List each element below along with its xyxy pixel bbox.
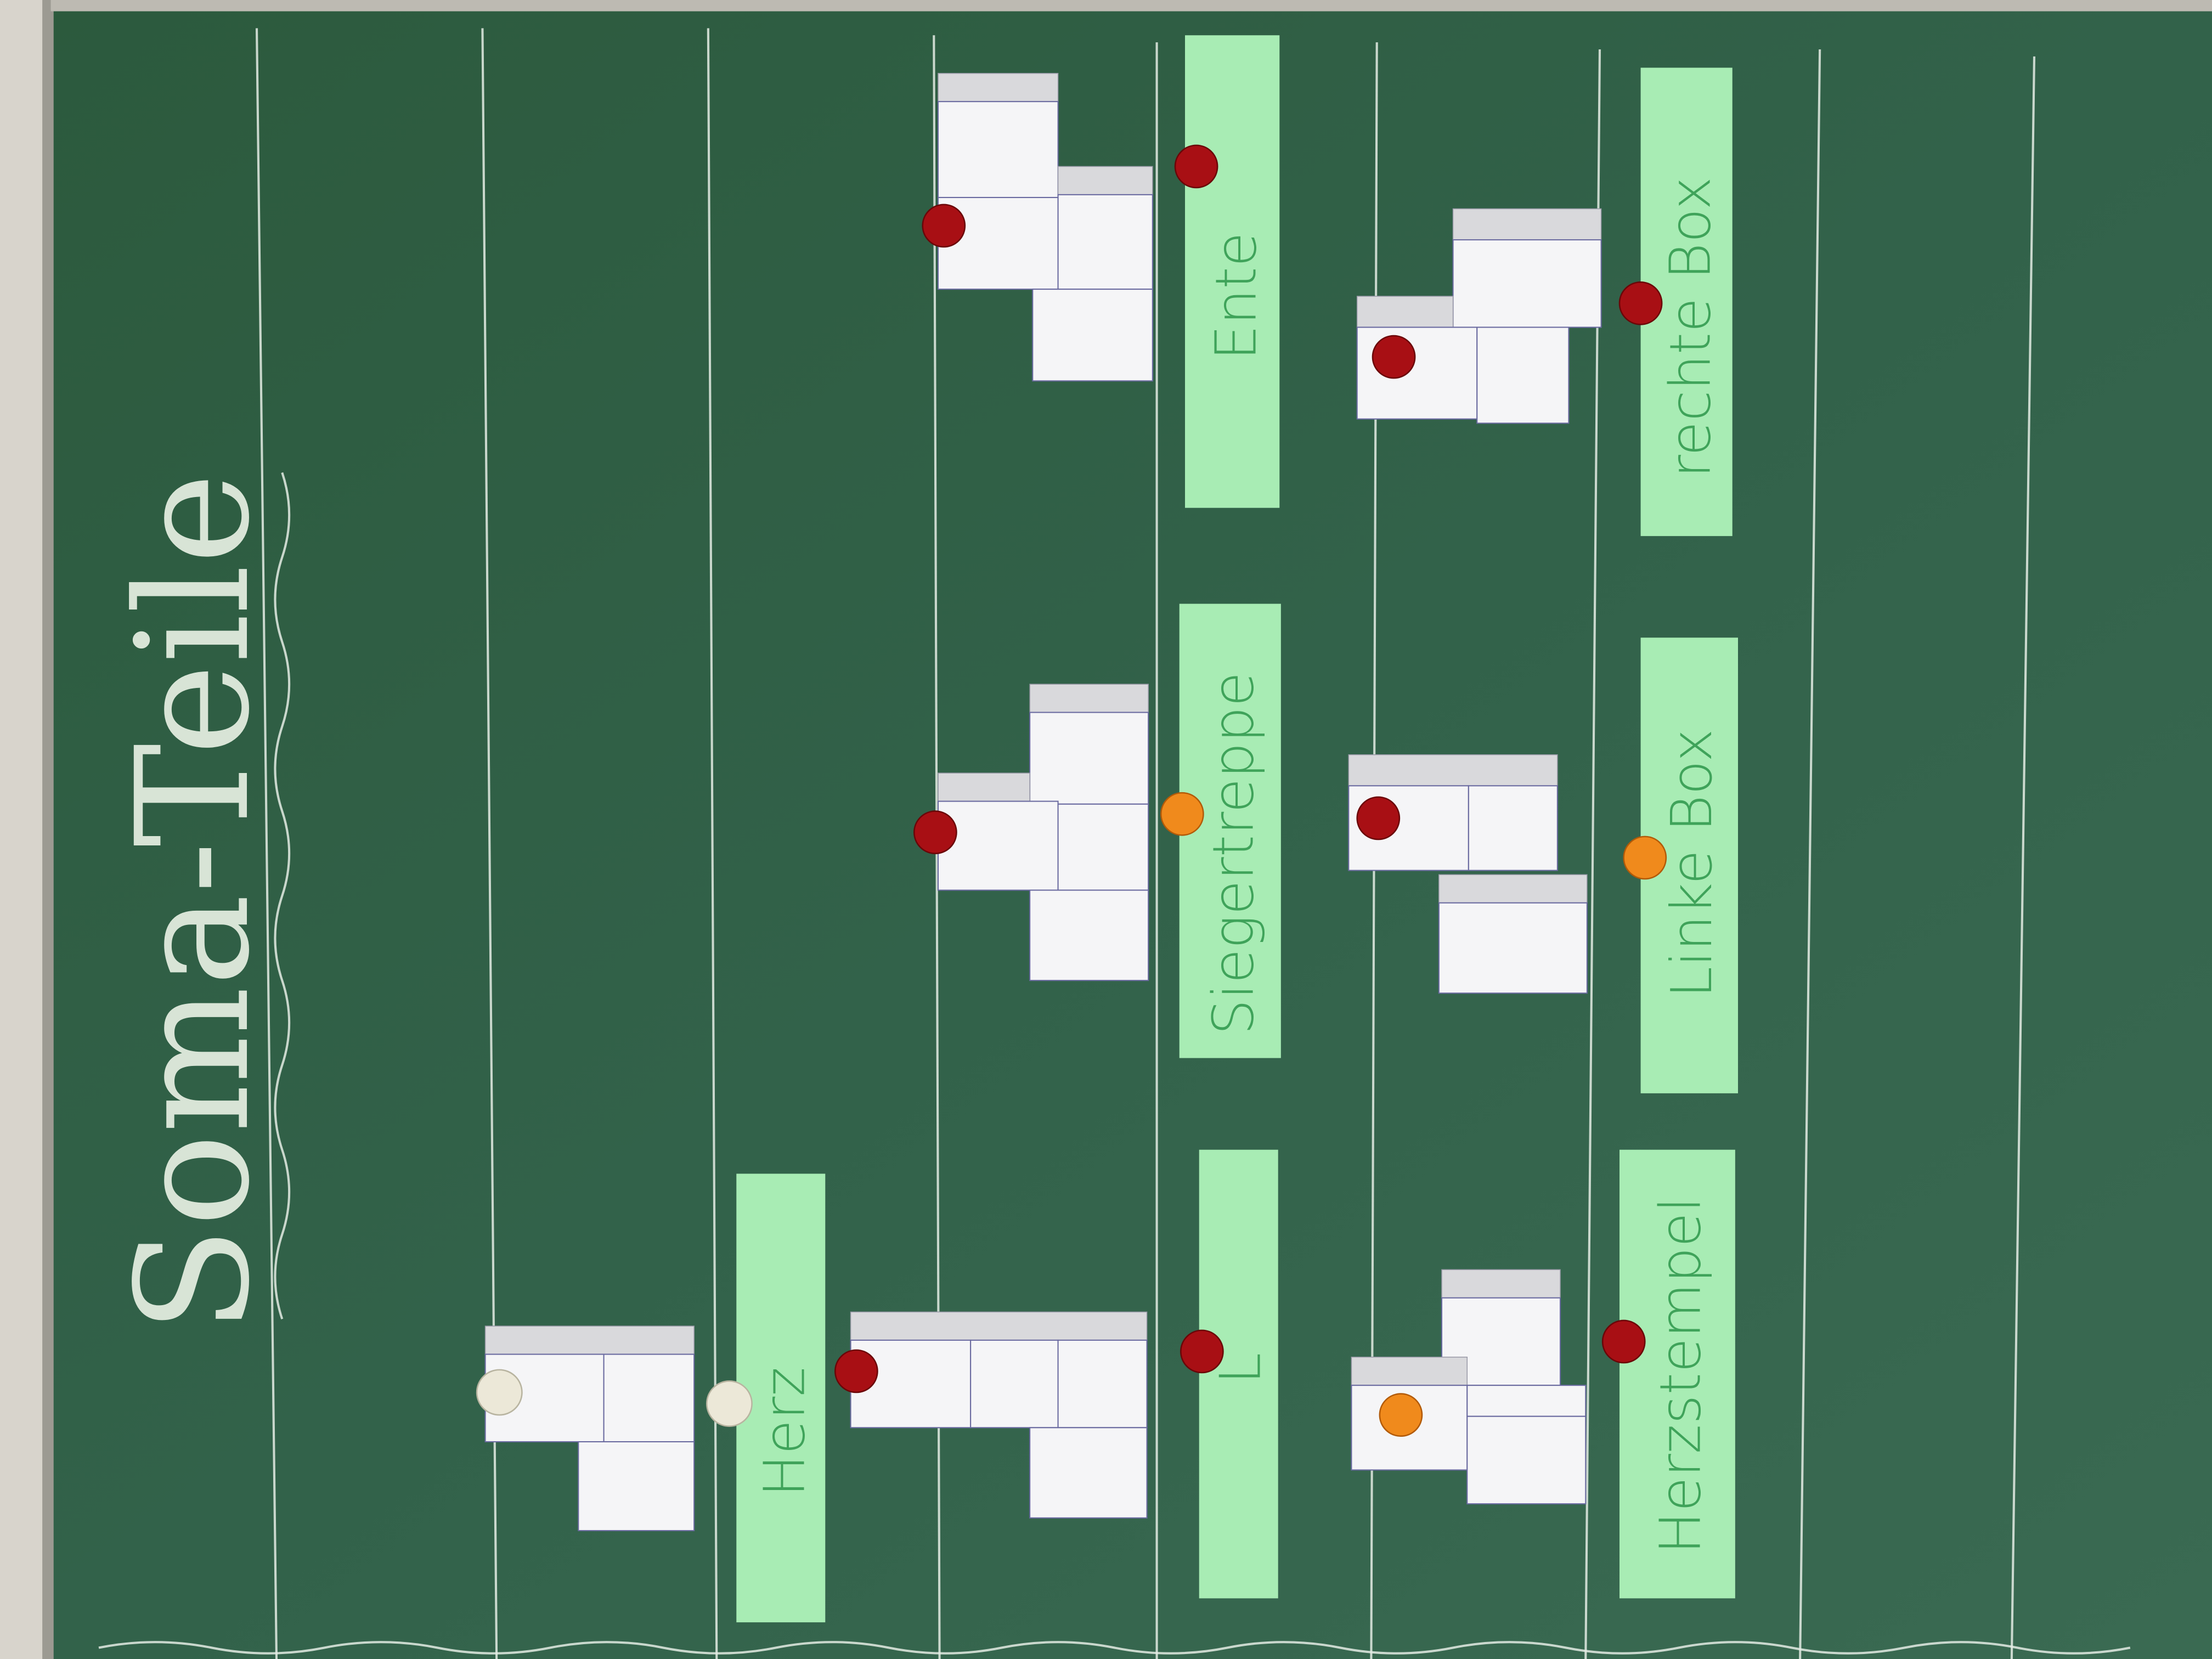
piece-ente — [937, 72, 1153, 382]
magnet-red — [922, 204, 966, 248]
svg-text:Linke Box: Linke Box — [1660, 729, 1725, 998]
magnet-red — [1601, 1319, 1646, 1364]
svg-text:Ente: Ente — [1204, 232, 1269, 360]
magnet-orange — [1623, 836, 1667, 880]
piece-siegertreppe — [937, 684, 1149, 981]
magnet-red — [913, 810, 957, 855]
piece-l — [850, 1311, 1148, 1519]
label-rechte-box: rechte Box — [1640, 67, 1733, 537]
piece-rechte-box — [1356, 208, 1602, 424]
magnet-red — [1180, 1329, 1224, 1374]
label-herzstempel: Herzstempel — [1620, 1149, 1735, 1599]
label-l: L — [1199, 1149, 1278, 1599]
magnet-white — [706, 1380, 753, 1427]
magnet-red — [1372, 335, 1416, 379]
magnet-red — [1618, 281, 1663, 325]
svg-text:Herz: Herz — [753, 1367, 818, 1497]
magnet-red — [834, 1349, 878, 1393]
board-title: Soma-Teile — [103, 472, 284, 1333]
label-linke-box: Linke Box — [1640, 637, 1738, 1093]
svg-text:Herzstempel: Herzstempel — [1649, 1197, 1714, 1554]
magnets — [476, 144, 1667, 1437]
magnet-white — [476, 1369, 523, 1416]
magnet-red — [1174, 144, 1218, 189]
magnet-orange — [1379, 1393, 1423, 1437]
board-frame-top — [50, 0, 2212, 12]
svg-text:rechte Box: rechte Box — [1658, 177, 1724, 478]
magnet-orange — [1160, 792, 1204, 836]
magnet-red — [1356, 796, 1401, 840]
piece-herzstempel — [1351, 1269, 1587, 1505]
svg-text:Siegertreppe: Siegertreppe — [1201, 672, 1266, 1035]
board-frame — [42, 0, 54, 1659]
label-siegertreppe: Siegertreppe — [1179, 603, 1281, 1058]
label-ente: Ente — [1185, 35, 1280, 508]
